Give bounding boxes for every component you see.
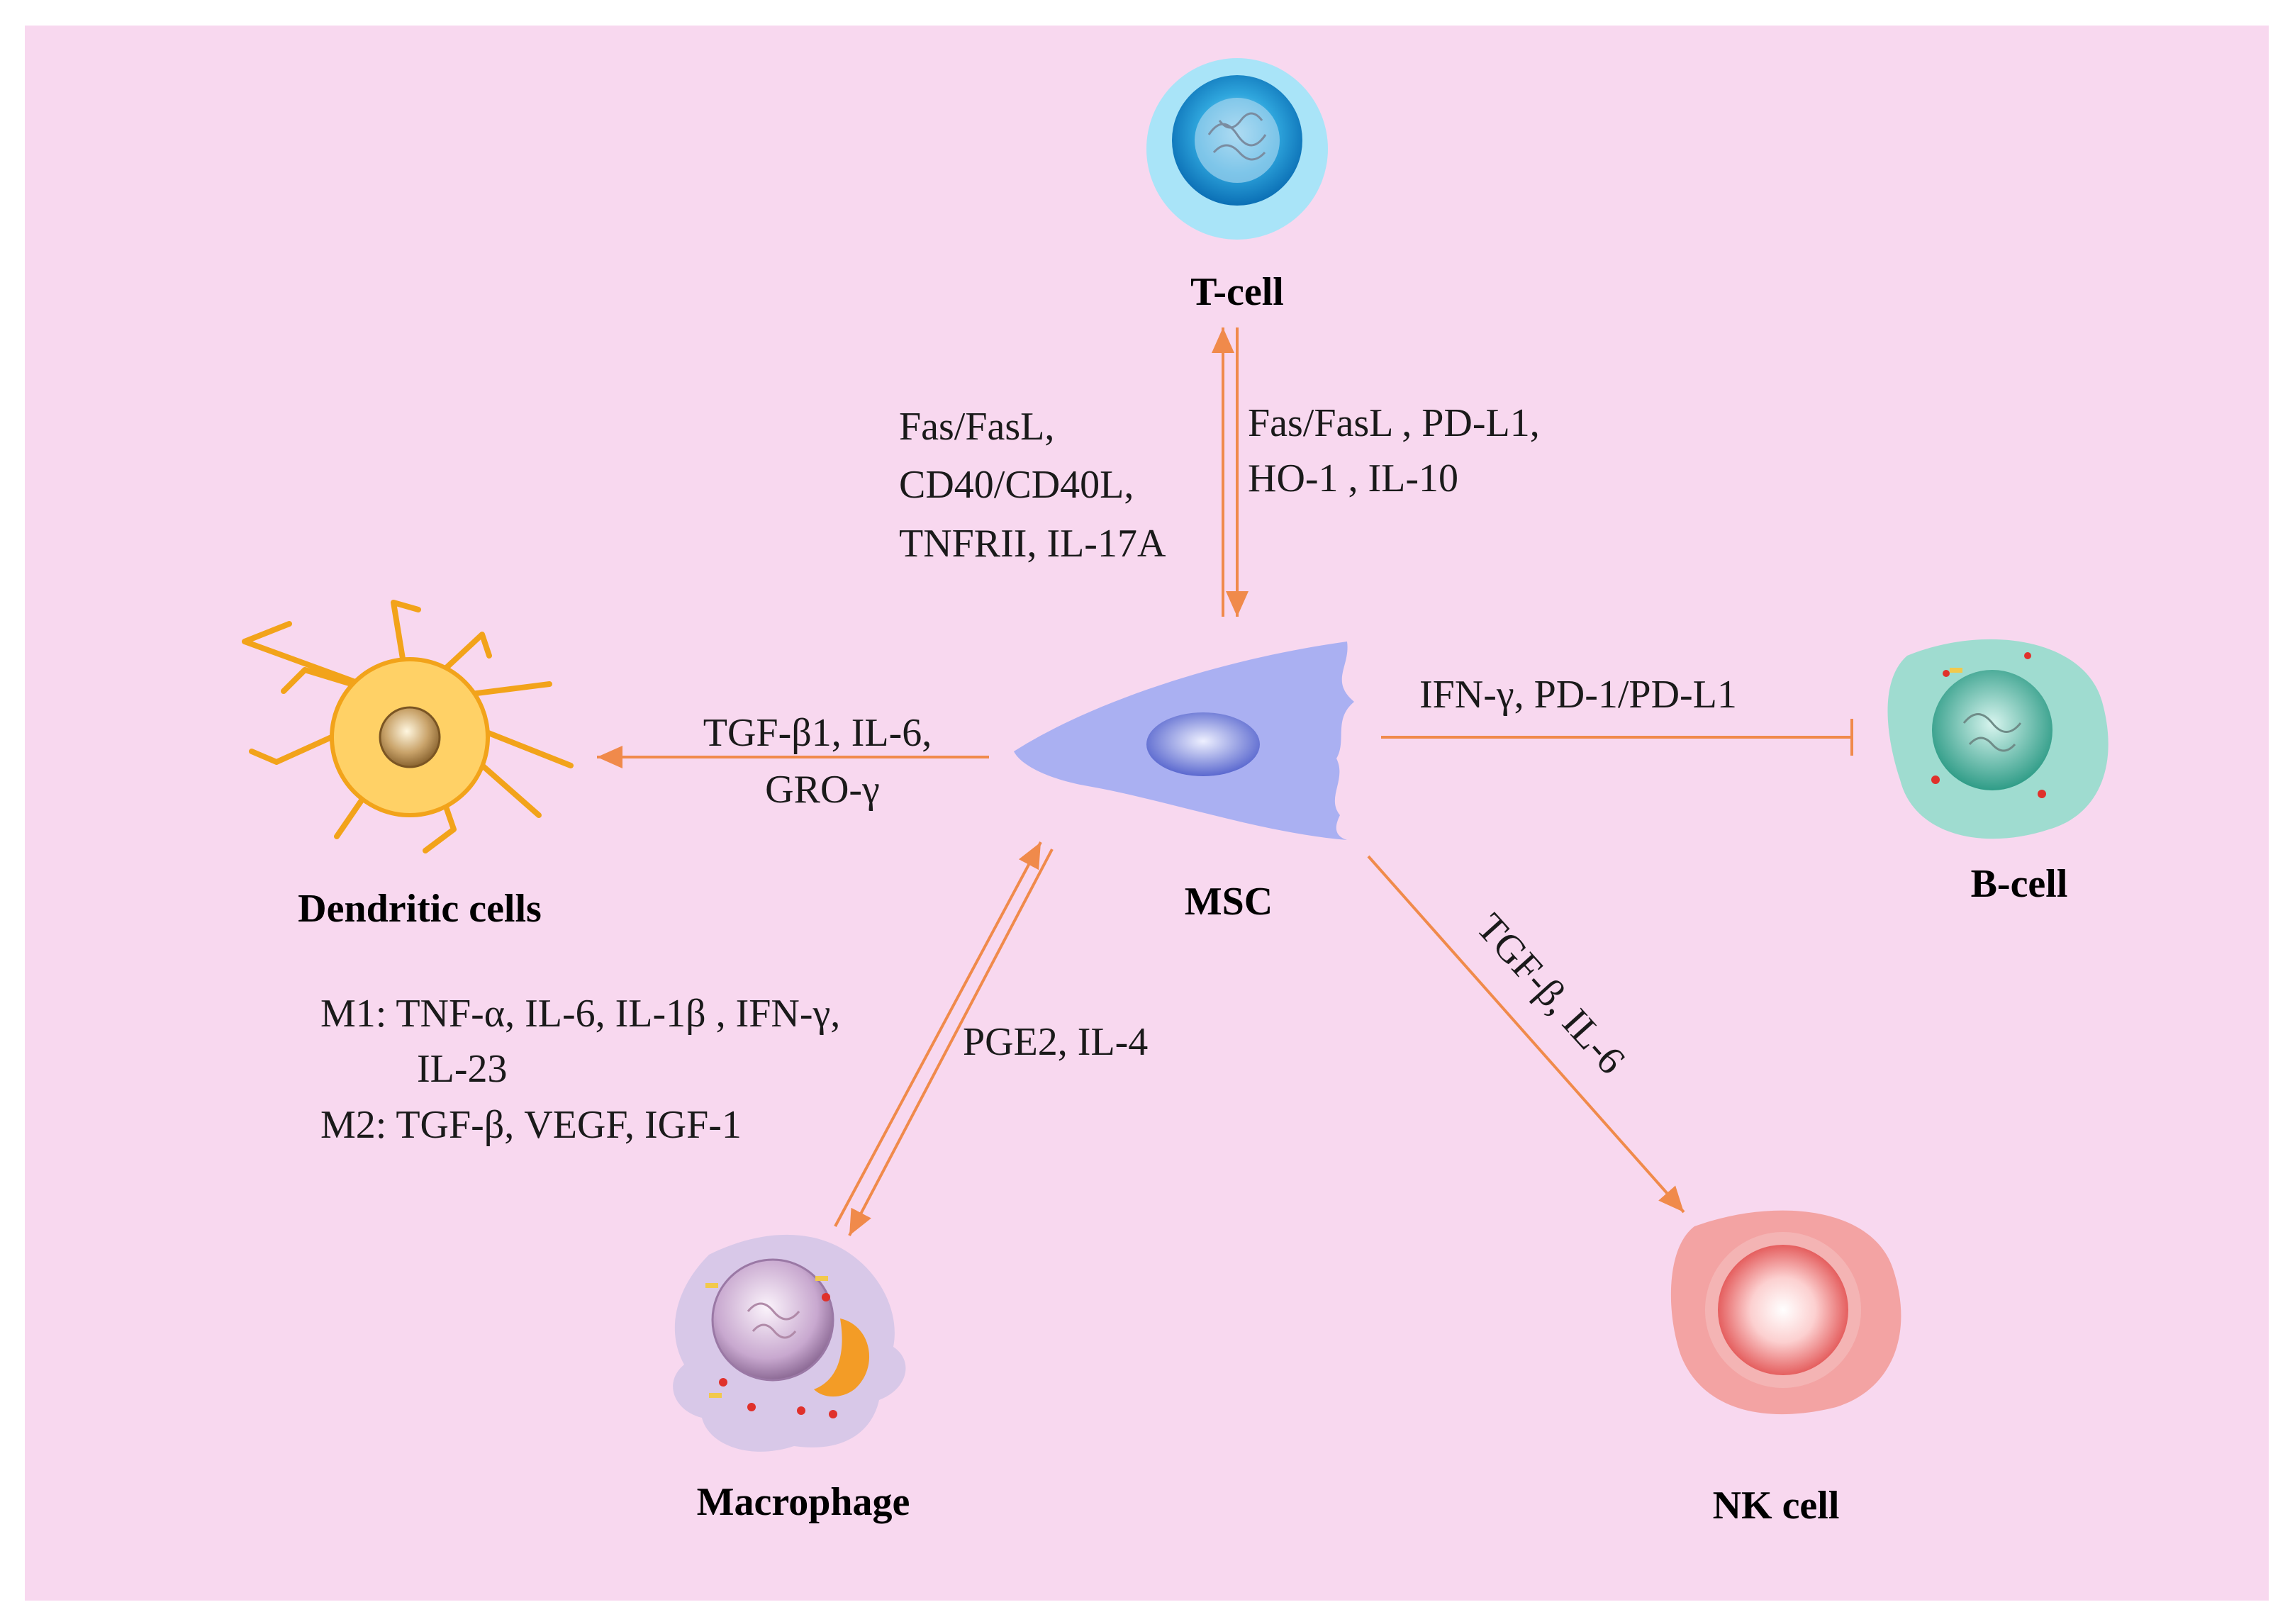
macrophage-m1-label-cont: IL-23 — [417, 1047, 508, 1091]
bcell-illustration — [1887, 639, 2109, 839]
macrophage-title: Macrophage — [697, 1480, 910, 1524]
arrow-macrophage-to-msc — [834, 841, 1042, 1227]
tcell-title: T-cell — [1190, 270, 1284, 314]
dendritic-title: Dendritic cells — [298, 887, 542, 931]
msc-illustration — [1014, 642, 1354, 840]
arrow-msc-to-macrophage — [848, 849, 1054, 1236]
macrophage-m1-label: M1: TNF-α, IL-6, IL-1β , IFN-γ, — [320, 992, 840, 1036]
macrophage-illustration — [673, 1234, 906, 1452]
tcell-right-label: Fas/FasL , PD-L1, HO-1 , IL-10 — [1248, 401, 1550, 500]
macrophage-right-label: PGE2, IL-4 — [963, 1020, 1148, 1064]
nkcell-illustration — [1670, 1210, 1901, 1415]
dendritic-cell-illustration — [242, 600, 574, 853]
macrophage-m2-label: M2: TGF-β, VEGF, IGF-1 — [320, 1103, 742, 1147]
bcell-title: B-cell — [1971, 862, 2068, 906]
msc-title: MSC — [1185, 880, 1273, 924]
bcell-label: IFN-γ, PD-1/PD-L1 — [1419, 673, 1737, 717]
tcell-illustration — [1146, 58, 1328, 240]
tcell-left-label: Fas/FasL, CD40/CD40L, TNFRII, IL-17A — [899, 405, 1166, 566]
arrow-msc-to-nkcell — [1367, 855, 1685, 1214]
nkcell-title: NK cell — [1713, 1484, 1840, 1528]
dendritic-label: TGF-β1, IL-6, GRO-γ — [703, 711, 942, 812]
